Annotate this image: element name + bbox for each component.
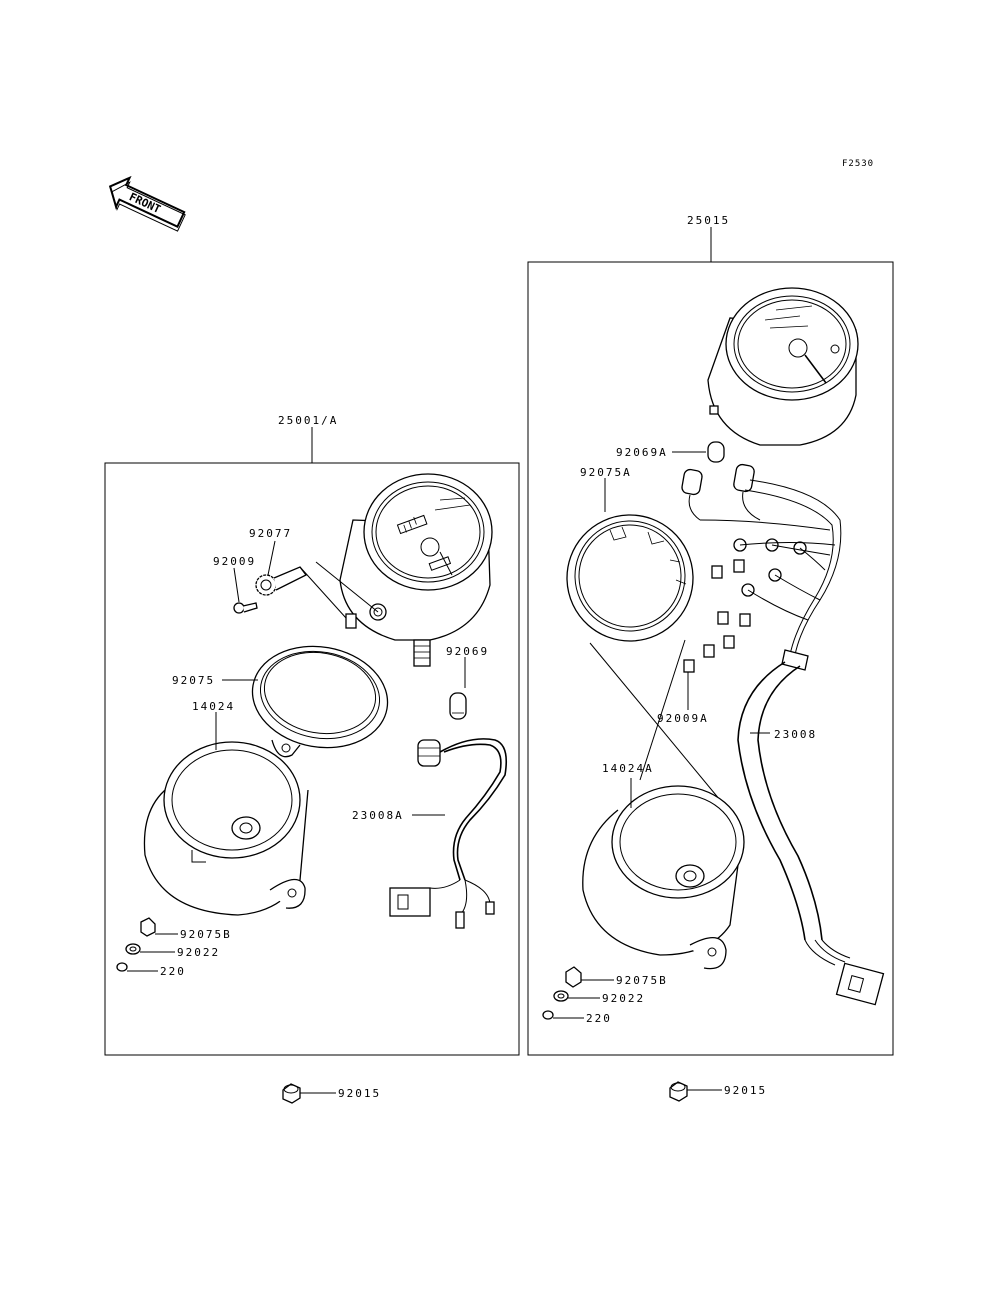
label-92075B-left: 92075B: [180, 928, 232, 941]
label-23008: 23008: [774, 728, 817, 741]
nut-92075B-icon: [140, 917, 156, 937]
washer-92022-right-icon: [553, 990, 569, 1002]
case-14024A-icon: [582, 785, 745, 970]
knob-92077-icon: [255, 561, 379, 619]
gasket-92075-icon: [251, 645, 389, 758]
label-92077: 92077: [249, 527, 292, 540]
meter-head-right: [707, 287, 859, 446]
screw-92009-icon: [233, 602, 258, 614]
label-92075A: 92075A: [580, 466, 632, 479]
cap-nut-92015-right-icon: [669, 1081, 688, 1102]
label-220-left: 220: [160, 965, 186, 978]
label-92022-right: 92022: [602, 992, 645, 1005]
right-assembly-label: 25015: [687, 214, 730, 227]
label-92075B-right: 92075B: [616, 974, 668, 987]
label-92009: 92009: [213, 555, 256, 568]
label-92015-right: 92015: [724, 1084, 767, 1097]
leader-92077: [267, 540, 276, 576]
cap-nut-92015-left-icon: [282, 1083, 301, 1104]
front-arrow-icon: FRONT: [108, 175, 186, 232]
washer-220-icon: [116, 962, 128, 972]
label-14024A: 14024A: [602, 762, 654, 775]
leader-92009: [233, 567, 240, 603]
label-92022-left: 92022: [177, 946, 220, 959]
left-assembly-label: 25001/A: [278, 414, 338, 427]
assembly-line-2: [639, 639, 686, 781]
label-92075: 92075: [172, 674, 215, 687]
harness-23008A-icon: [389, 738, 508, 929]
harness-23008-icon: [699, 479, 885, 1006]
terminal-screws-icon: [683, 538, 807, 673]
assembly-line-1: [589, 642, 721, 801]
label-92069A: 92069A: [616, 446, 668, 459]
gasket-92075A-icon: [566, 514, 694, 642]
nut-92075B-right-icon: [565, 966, 582, 988]
right-assembly-panel: 25015 92069A 92: [527, 214, 894, 1056]
label-220-right: 220: [586, 1012, 612, 1025]
label-14024: 14024: [192, 700, 235, 713]
socket-pair-icon: [681, 463, 761, 521]
left-assembly-panel: 25001/A: [104, 414, 520, 1056]
figure-code: F2530: [842, 159, 874, 169]
case-14024-icon: [143, 741, 309, 916]
label-92015-left: 92015: [338, 1087, 381, 1100]
bulb-92069A-icon: [707, 441, 725, 463]
label-23008A: 23008A: [352, 809, 404, 822]
washer-92022-icon: [125, 943, 141, 955]
label-92009A: 92009A: [657, 712, 709, 725]
washer-220-right-icon: [542, 1010, 554, 1020]
meter-head-left: [339, 473, 493, 667]
label-92069: 92069: [446, 645, 489, 658]
bulb-92069-icon: [449, 692, 467, 720]
